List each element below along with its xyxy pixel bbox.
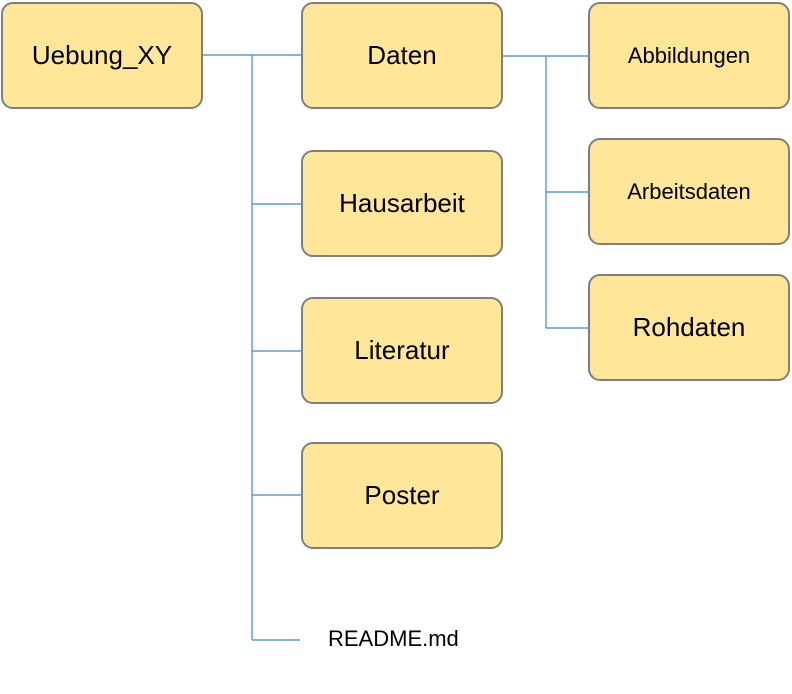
folder-label-arbeitsdaten: Arbeitsdaten [627,178,751,204]
folder-node-arbeitsdaten: Arbeitsdaten [588,138,790,245]
folder-label-poster: Poster [364,480,440,510]
folder-node-literatur: Literatur [301,297,503,404]
folder-node-rohdaten: Rohdaten [588,274,790,381]
folder-node-uebung-xy: Uebung_XY [1,2,203,109]
file-label-readme: README.md [328,626,459,651]
folder-label-uebung-xy: Uebung_XY [31,40,173,70]
folder-node-hausarbeit: Hausarbeit [301,150,503,257]
folder-label-literatur: Literatur [354,335,450,365]
folder-node-abbildungen: Abbildungen [588,2,790,109]
folder-label-hausarbeit: Hausarbeit [339,188,465,218]
folder-label-daten: Daten [367,40,437,70]
folder-node-poster: Poster [301,442,503,549]
folder-node-daten: Daten [301,2,503,109]
folder-label-rohdaten: Rohdaten [632,312,746,342]
folder-label-abbildungen: Abbildungen [627,42,751,68]
